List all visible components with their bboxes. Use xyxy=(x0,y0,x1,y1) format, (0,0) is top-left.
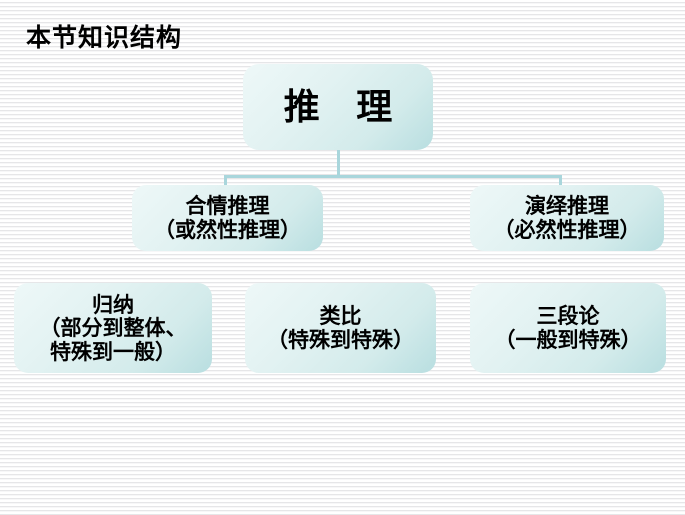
connector-root-drop xyxy=(337,150,340,178)
node-analogy[interactable]: 类比 （特殊到特殊） xyxy=(245,283,436,373)
node-syllogism-line1: 三段论 xyxy=(536,303,600,329)
connector-left-stub xyxy=(224,175,227,187)
node-analogy-line2: （特殊到特殊） xyxy=(267,327,414,352)
connector-horizontal-bus xyxy=(224,175,562,178)
page-title: 本节知识结构 xyxy=(26,23,183,52)
node-syllogism-line2: （一般到特殊） xyxy=(494,327,642,352)
node-reasoning-root[interactable]: 推 理 xyxy=(243,64,433,150)
node-deductive-reasoning-line2: （必然性推理） xyxy=(493,217,641,242)
node-induction[interactable]: 归纳 （部分到整体、 特殊到一般） xyxy=(14,283,212,373)
node-syllogism[interactable]: 三段论 （一般到特殊） xyxy=(470,283,666,373)
node-induction-line3: 特殊到一般） xyxy=(50,338,176,364)
node-plausible-reasoning-line1: 合情推理 xyxy=(185,193,270,219)
node-plausible-reasoning-line2: （或然性推理） xyxy=(154,217,301,242)
node-plausible-reasoning[interactable]: 合情推理 （或然性推理） xyxy=(132,185,323,251)
node-induction-line2: （部分到整体、 xyxy=(39,315,187,341)
node-reasoning-root-label: 推 理 xyxy=(283,85,405,128)
connector-right-stub xyxy=(559,175,562,187)
node-deductive-reasoning[interactable]: 演绎推理 （必然性推理） xyxy=(470,185,664,251)
node-induction-line1: 归纳 xyxy=(92,291,134,317)
node-analogy-line1: 类比 xyxy=(319,303,362,329)
node-deductive-reasoning-line1: 演绎推理 xyxy=(525,193,609,219)
